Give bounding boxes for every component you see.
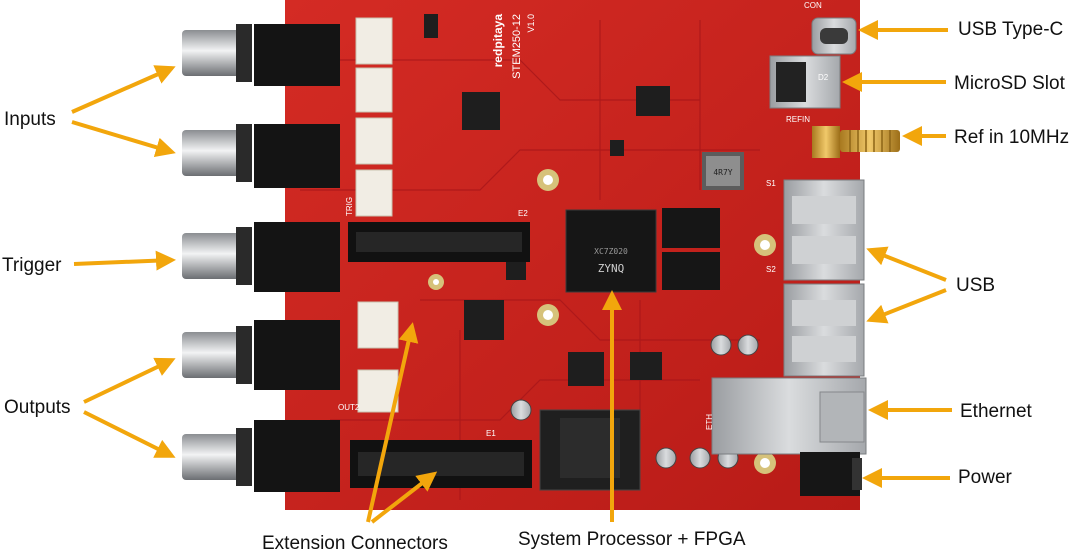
inductor-code: 4R7Y	[713, 168, 732, 177]
bnc-connectors	[182, 24, 340, 492]
label-usb-type-c: USB Type-C	[958, 19, 1064, 40]
memory-chip-1	[662, 208, 720, 248]
label-inputs: Inputs	[4, 109, 56, 130]
extension-connector-e2	[348, 222, 530, 262]
label-ref-in: Ref in 10MHz	[954, 127, 1070, 148]
label-power: Power	[958, 467, 1012, 488]
arrow-inputs-1	[71, 65, 176, 114]
silk-refin: REFIN	[786, 115, 810, 124]
label-outputs: Outputs	[4, 397, 71, 418]
arrow-inputs-2	[71, 120, 176, 157]
microsd-slot	[769, 55, 841, 109]
usb-type-c-port	[811, 17, 857, 55]
arrow-usb-1	[866, 246, 947, 282]
annotation-arrows	[71, 20, 952, 524]
silk-trig: TRIG	[345, 197, 354, 216]
extension-connector-e1	[350, 440, 532, 488]
bnc-input-2	[182, 124, 340, 188]
silk-model: STEM250-12	[511, 14, 523, 79]
bnc-trigger	[182, 222, 340, 292]
label-microsd-slot: MicroSD Slot	[954, 73, 1065, 94]
label-trigger: Trigger	[2, 255, 62, 276]
bnc-output-2	[182, 420, 340, 492]
silk-d2: D2	[818, 73, 829, 82]
soc-part-text: XC7Z020	[594, 247, 628, 256]
silk-brand: redpitaya	[491, 14, 505, 68]
silkscreen: redpitaya STEM250-12 V1.0 TRIG E2 E1 OUT…	[338, 1, 829, 438]
inductor: 4R7Y	[702, 152, 744, 190]
silk-out2: OUT2	[338, 403, 360, 412]
arrow-usb-2	[866, 288, 947, 324]
power-jack	[800, 452, 862, 496]
memory-chip-2	[662, 252, 720, 290]
silk-s1: S1	[766, 179, 776, 188]
bnc-output-1	[182, 320, 340, 390]
silk-con: CON	[804, 1, 822, 10]
capacitors	[510, 334, 759, 469]
mounting-holes	[428, 169, 776, 474]
soc-brand-text: ZYNQ	[598, 262, 625, 275]
silk-version: V1.0	[526, 14, 536, 33]
soc-chip: ZYNQ XC7Z020	[565, 209, 657, 293]
ethernet-port	[711, 377, 867, 455]
arrow-outputs-1	[83, 357, 176, 404]
label-usb: USB	[956, 275, 996, 296]
silk-eth: ETH	[705, 414, 714, 430]
usb-a-ports	[783, 179, 865, 377]
silk-e2: E2	[518, 209, 528, 218]
silk-e1: E1	[486, 429, 496, 438]
sma-ref-connector	[812, 126, 900, 158]
small-ics	[424, 14, 670, 386]
arrow-outputs-2	[83, 410, 176, 458]
label-ethernet: Ethernet	[960, 401, 1032, 422]
arrow-trigger	[73, 250, 176, 271]
arrow-extension-1	[366, 322, 419, 523]
relays	[355, 17, 399, 413]
silk-s2: S2	[766, 265, 776, 274]
bnc-input-1	[182, 24, 340, 86]
arrow-extension-2	[370, 471, 438, 524]
label-extension-connectors: Extension Connectors	[262, 533, 448, 554]
label-system-processor: System Processor + FPGA	[518, 529, 746, 550]
